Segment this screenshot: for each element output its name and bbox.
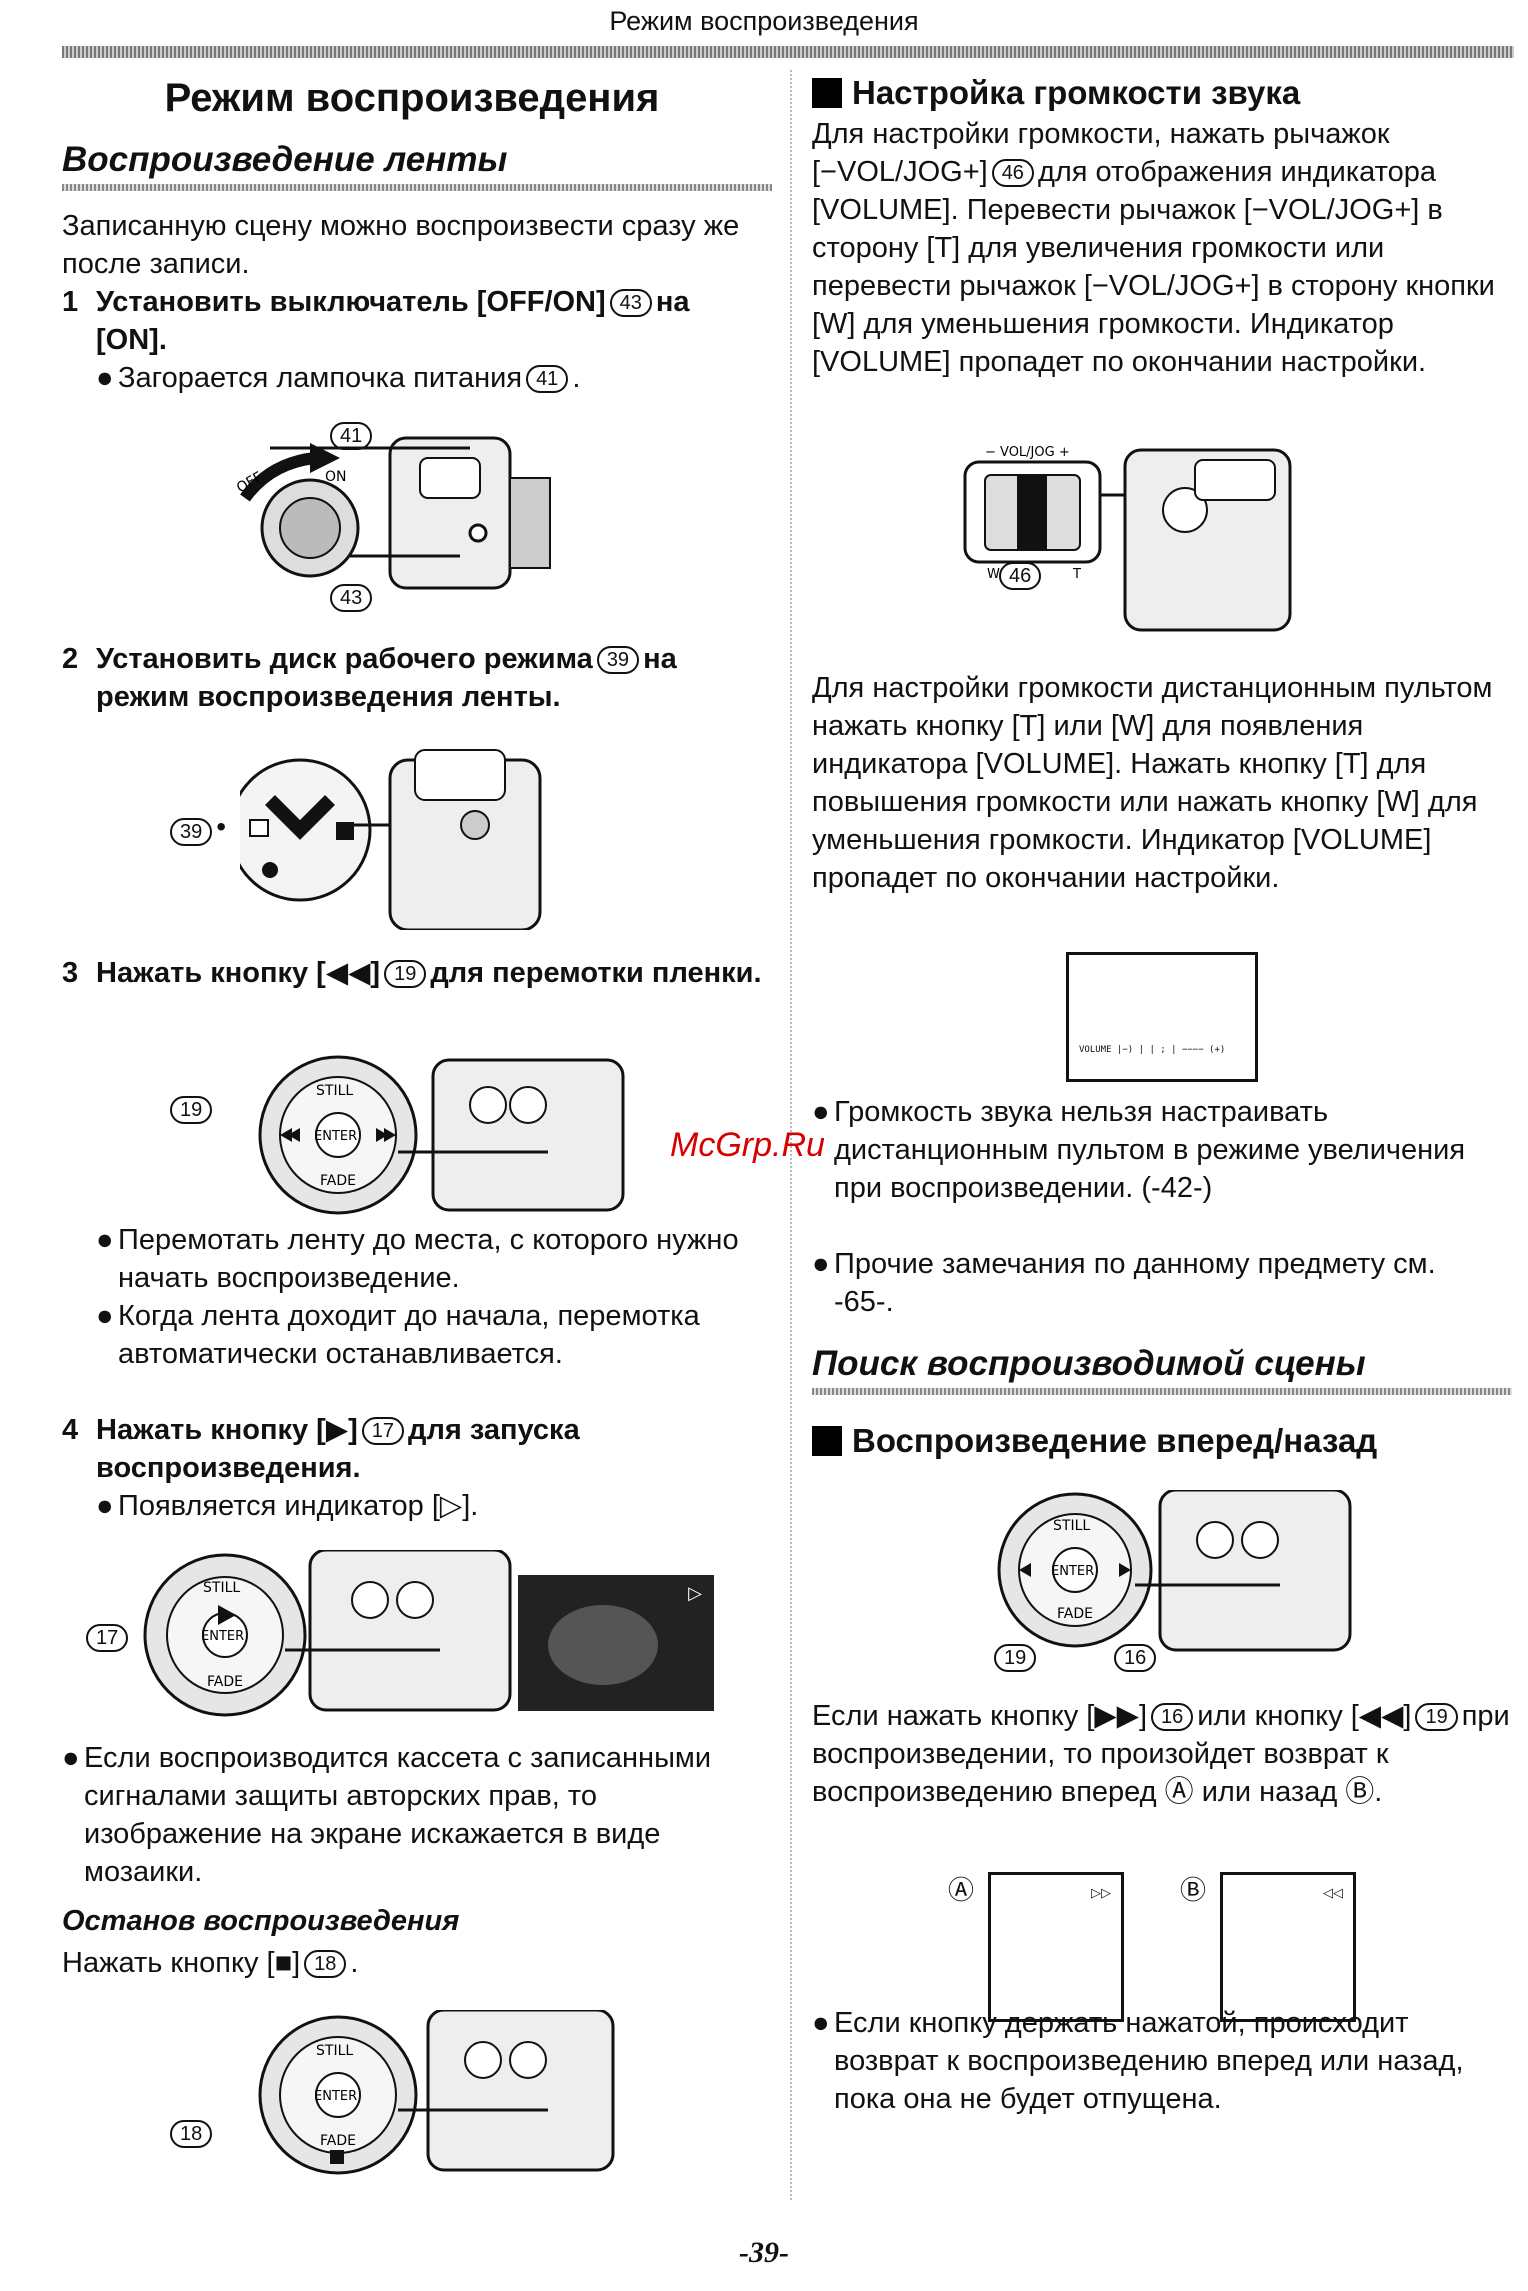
- control-pad-figure-rewind: STILL ENTER FADE: [258, 1055, 625, 1215]
- volume-bar: VOLUME |−) | | ; | −−−− (+): [1079, 1045, 1226, 1055]
- callout-18: 18: [166, 2120, 216, 2148]
- still-label: STILL: [316, 2043, 353, 2059]
- callout-41: 41: [326, 422, 376, 450]
- stop-title: Останов воспроизведения: [62, 1905, 460, 1937]
- running-header: Режим воспроизведения: [609, 6, 919, 36]
- control-pad-figure-play: STILL ENTER FADE: [143, 1550, 512, 1717]
- section-tape-playback: Воспроизведение ленты: [62, 140, 772, 191]
- step-4-bullet: ●Появляется индикатор [▷].: [96, 1490, 479, 1522]
- intro-text: Записанную сцену можно воспроизвести сра…: [62, 210, 740, 280]
- enter-label: ENTER: [1051, 1564, 1094, 1579]
- screen-a: ▷▷: [988, 1872, 1124, 2022]
- still-label: STILL: [203, 1580, 240, 1596]
- screen-a-label: Ⓐ: [948, 1875, 975, 1905]
- on-label: ON: [325, 469, 347, 485]
- section-rule: [62, 184, 772, 191]
- remote-volume-text: Для настройки громкости дистанционным пу…: [812, 672, 1493, 894]
- screen-b: ◁◁: [1220, 1872, 1356, 2022]
- header-band: [62, 46, 1514, 58]
- callout-17: 17: [82, 1624, 132, 1652]
- stop-text: Нажать кнопку [■]18.: [62, 1947, 359, 1979]
- vol-jog-lever-figure: − VOL/JOG + W T: [963, 445, 1292, 632]
- hold-bullet: ●Если кнопку держать нажатой, происходит…: [812, 2007, 1464, 2115]
- step-3-bullet: ●Перемотать ленту до места, с которого н…: [96, 1224, 739, 1294]
- section-rule: [812, 1388, 1512, 1395]
- lever-w-label: W: [987, 567, 1000, 582]
- volume-text: Для настройки громкости, нажать рычажок …: [812, 118, 1495, 378]
- section-title: Воспроизведение ленты: [62, 140, 508, 179]
- search-title: Поиск воспроизводимой сцены: [812, 1344, 1366, 1383]
- fade-label: FADE: [320, 1173, 356, 1189]
- callout-19-search: 19: [990, 1644, 1040, 1672]
- playback-screen-image: ▷: [518, 1575, 714, 1711]
- step-3-bullets: ●Перемотать ленту до места, с которого н…: [96, 1221, 756, 1373]
- reverse-indicator: ◁◁: [1323, 1885, 1343, 1900]
- step-3-bullet: ●Когда лента доходит до начала, перемотк…: [96, 1300, 700, 1370]
- heading-square: [812, 78, 842, 108]
- watermark: McGrp.Ru: [670, 1126, 825, 1164]
- callout-16-search: 16: [1110, 1644, 1160, 1672]
- callout-39: 39•: [166, 811, 226, 846]
- screen-b-label: Ⓑ: [1180, 1875, 1207, 1905]
- control-pad-figure-stop: STILL ENTER FADE: [258, 2010, 615, 2175]
- volume-indicator-screen: VOLUME |−) | | ; | −−−− (+): [1066, 952, 1258, 1082]
- heading-square: [812, 1426, 842, 1456]
- still-label: STILL: [1053, 1518, 1090, 1534]
- page-number: -39-: [739, 2236, 789, 2269]
- fade-label: FADE: [1057, 1606, 1093, 1622]
- fwd-back-heading: Воспроизведение вперед/назад: [812, 1422, 1377, 1460]
- fade-label: FADE: [320, 2133, 356, 2149]
- callout-19: 19: [166, 1096, 216, 1124]
- enter-label: ENTER: [201, 1629, 244, 1644]
- volume-heading: Настройка громкости звука: [812, 74, 1300, 112]
- forward-indicator: ▷▷: [1091, 1885, 1111, 1900]
- page-title: Режим воспроизведения: [164, 76, 660, 120]
- fade-label: FADE: [207, 1674, 243, 1690]
- callout-43: 43: [326, 584, 376, 612]
- lever-label: − VOL/JOG +: [985, 445, 1070, 460]
- mode-dial-figure: [240, 749, 542, 930]
- other-notes-bullet: ●Прочие замечания по данному предмету см…: [812, 1248, 1436, 1318]
- control-pad-figure-search: STILL ENTER FADE: [997, 1490, 1352, 1652]
- callout-46: 46: [995, 562, 1045, 590]
- lever-t-label: T: [1072, 567, 1081, 582]
- copyright-bullet: ●Если воспроизводится кассета с записанн…: [62, 1742, 712, 1888]
- power-switch-figure: OFF ON: [234, 436, 551, 590]
- section-search: Поиск воспроизводимой сцены: [812, 1344, 1512, 1395]
- enter-label: ENTER: [314, 2089, 357, 2104]
- play-indicator: ▷: [688, 1583, 702, 1603]
- column-divider: [790, 70, 792, 2200]
- zoom-bullet: ●Громкость звука нельзя настраивать дист…: [812, 1096, 1466, 1204]
- still-label: STILL: [316, 1083, 353, 1099]
- enter-label: ENTER: [314, 1129, 357, 1144]
